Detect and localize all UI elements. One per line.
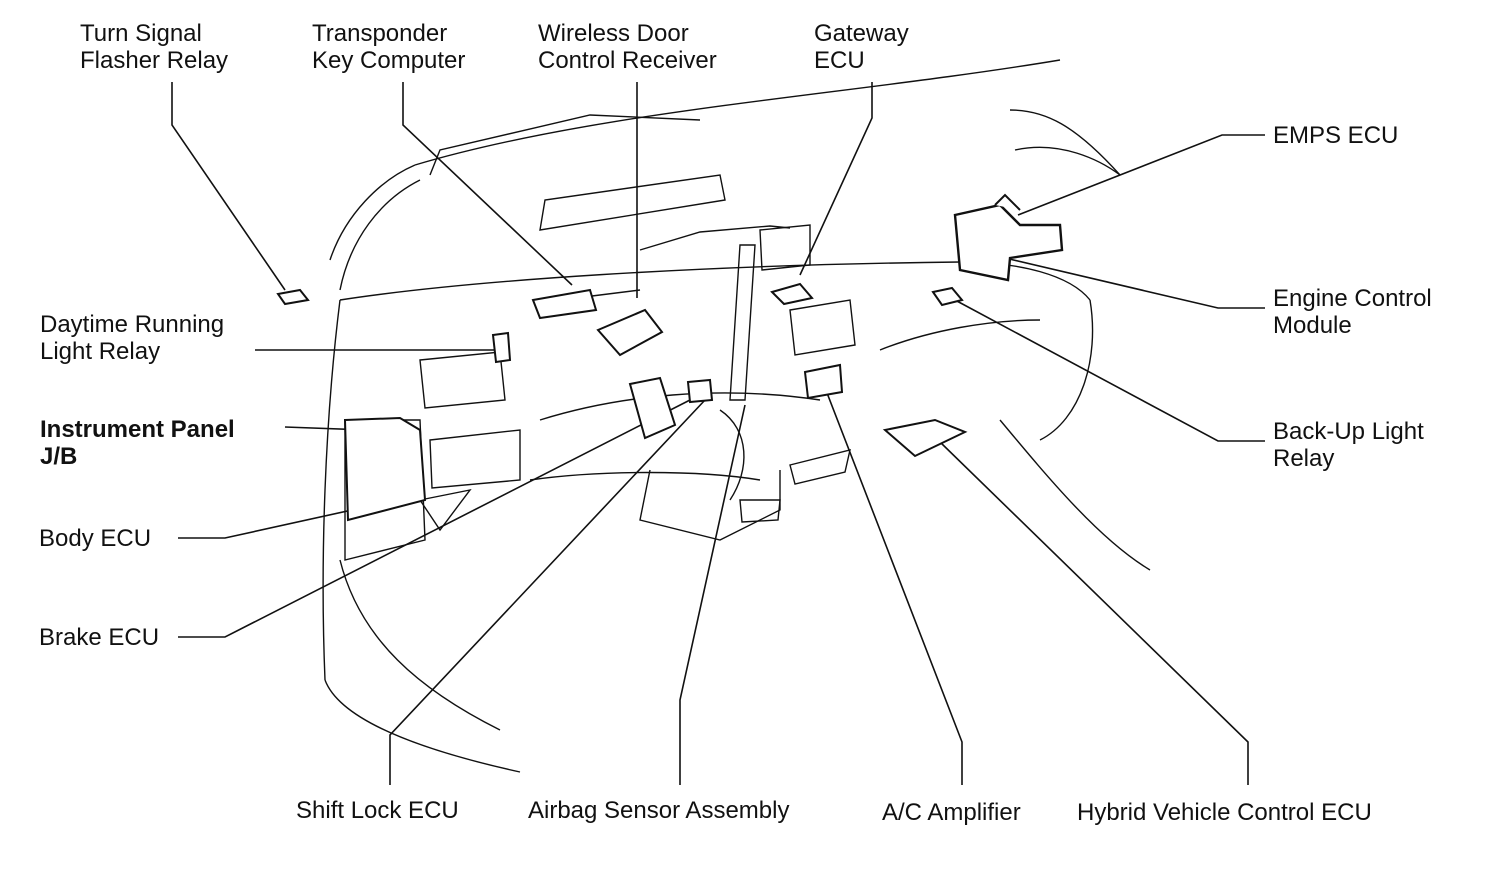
label-line-1: Daytime Running bbox=[40, 311, 225, 338]
turn-signal-flasher-relay-part bbox=[276, 288, 310, 306]
label-line-1: EMPS ECU bbox=[1273, 122, 1399, 149]
label-back-up-light-relay: Back-Up Light Relay bbox=[1273, 418, 1424, 472]
label-line-2: Light Relay bbox=[40, 338, 161, 365]
label-airbag-sensor-assembly: Airbag Sensor Assembly bbox=[528, 797, 789, 824]
ac-amplifier-part bbox=[803, 363, 844, 400]
label-line-1: A/C Amplifier bbox=[882, 799, 1021, 826]
label-line-1: Airbag Sensor Assembly bbox=[528, 797, 790, 824]
instrument-panel-jb-part bbox=[343, 416, 427, 522]
body-ecu-part bbox=[628, 376, 677, 440]
label-line-1: Gateway bbox=[814, 20, 909, 47]
label-line-2: J/B bbox=[40, 443, 78, 470]
label-ac-amplifier: A/C Amplifier bbox=[882, 799, 1021, 826]
engine-control-module-part bbox=[994, 193, 1021, 211]
brake-ecu-part bbox=[686, 378, 714, 404]
label-line-1: Brake ECU bbox=[39, 624, 160, 651]
label-body-ecu: Body ECU bbox=[39, 525, 151, 552]
label-line-2: Key Computer bbox=[312, 47, 466, 74]
label-line-1: Hybrid Vehicle Control ECU bbox=[1077, 799, 1372, 826]
label-hybrid-vehicle-control-ecu: Hybrid Vehicle Control ECU bbox=[1077, 799, 1372, 826]
label-instrument-panel-jb: Instrument Panel J/B bbox=[40, 416, 235, 470]
label-line-2: ECU bbox=[814, 47, 865, 74]
label-line-1: Shift Lock ECU bbox=[296, 797, 459, 824]
gateway-ecu-part bbox=[770, 282, 814, 306]
hybrid-vehicle-control-ecu-part bbox=[882, 418, 968, 458]
wireless-door-receiver-part bbox=[596, 308, 664, 357]
label-transponder-key-computer: Transponder Key Computer bbox=[312, 20, 465, 74]
label-line-1: Back-Up Light bbox=[1273, 418, 1424, 445]
label-line-2: Control Receiver bbox=[538, 47, 717, 74]
label-gateway-ecu: Gateway ECU bbox=[814, 20, 909, 74]
leader-lines bbox=[171, 82, 1265, 785]
transponder-key-computer-part bbox=[531, 288, 598, 320]
label-emps-ecu: EMPS ECU bbox=[1273, 122, 1398, 149]
emps-ecu-part bbox=[953, 203, 1064, 282]
label-line-1: Engine Control bbox=[1273, 285, 1432, 312]
label-line-2: Flasher Relay bbox=[80, 47, 229, 74]
label-line-1: Transponder bbox=[312, 20, 448, 47]
daytime-running-light-relay-part bbox=[491, 331, 512, 364]
label-line-1: Body ECU bbox=[39, 525, 152, 552]
label-brake-ecu: Brake ECU bbox=[39, 624, 159, 651]
label-line-2: Relay bbox=[1273, 445, 1335, 472]
label-line-2: Module bbox=[1273, 312, 1352, 339]
label-engine-control-module: Engine Control Module bbox=[1273, 285, 1432, 339]
back-up-light-relay-part bbox=[931, 286, 964, 307]
label-daytime-running-light-relay: Daytime Running Light Relay bbox=[40, 311, 224, 365]
label-turn-signal-flasher-relay: Turn Signal Flasher Relay bbox=[80, 20, 228, 74]
label-shift-lock-ecu: Shift Lock ECU bbox=[296, 797, 459, 824]
label-wireless-door-control-receiver: Wireless Door Control Receiver bbox=[538, 20, 717, 74]
label-line-1: Instrument Panel bbox=[40, 416, 235, 443]
label-line-1: Wireless Door bbox=[538, 20, 689, 47]
dashboard-outline bbox=[322, 59, 1151, 773]
components bbox=[276, 193, 1064, 522]
label-line-1: Turn Signal bbox=[80, 20, 202, 47]
